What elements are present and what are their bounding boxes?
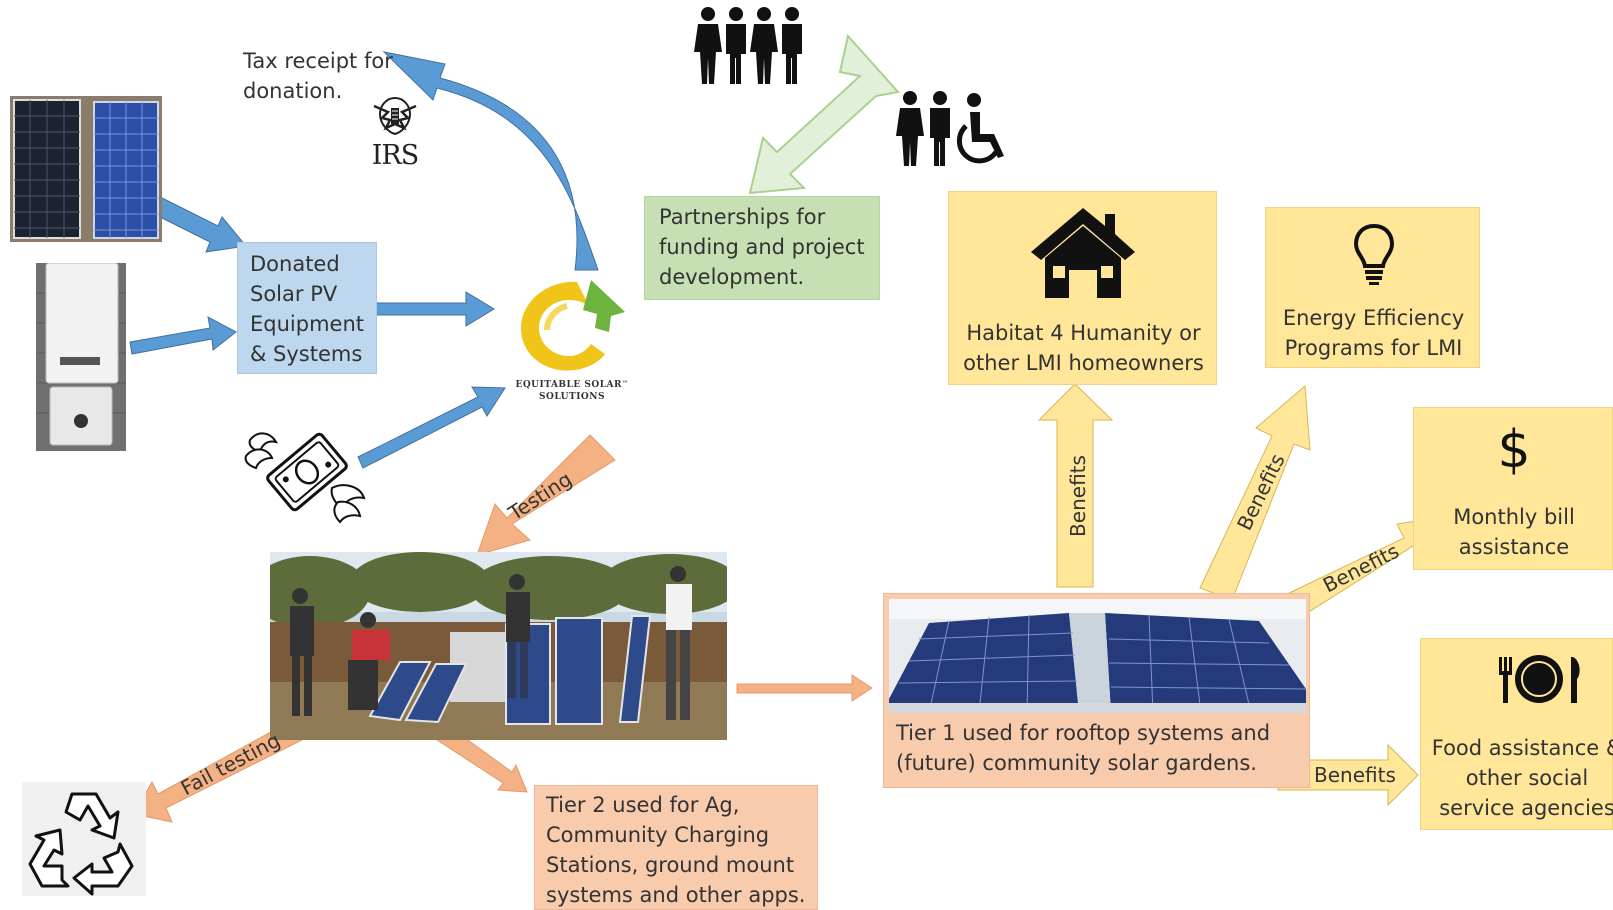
people-accessible-icon: [896, 90, 1020, 168]
people-group-icon: [694, 6, 806, 86]
habitat-box: Habitat 4 Humanity or other LMI homeowne…: [948, 191, 1217, 385]
flying-money-icon: [244, 416, 370, 528]
panel-testing-photo: [270, 552, 727, 740]
donated-inverter-photo: [36, 263, 126, 451]
benefits-label-habitat: Benefits: [1065, 455, 1090, 537]
panels-to-donated-arrow: [149, 195, 247, 253]
tier2-text: Tier 2 used for Ag, Community Charging S…: [546, 793, 806, 907]
irs-logo: IRS: [366, 94, 424, 171]
benefits-arrow-food: [1277, 743, 1419, 807]
tier1-box: Tier 1 used for rooftop systems and (fut…: [883, 593, 1310, 788]
partnerships-text: Partnerships for funding and project dev…: [659, 205, 865, 289]
benefits-label-food: Benefits: [1314, 763, 1396, 787]
dollar-icon: $: [1497, 420, 1531, 480]
energy-efficiency-box: Energy Efficiency Programs for LMI: [1265, 207, 1480, 368]
benefits-arrow-energy: [1199, 384, 1311, 601]
plate-fork-knife-icon: [1499, 655, 1580, 703]
habitat-text: Habitat 4 Humanity or other LMI homeowne…: [963, 321, 1204, 375]
rooftop-solar-photo: [889, 599, 1306, 713]
donated-panels-photo: [10, 96, 162, 242]
donated-equipment-text: Donated Solar PV Equipment & Systems: [250, 252, 364, 366]
logo-line1-text: EQUITABLE SOLAR: [515, 380, 622, 390]
tier2-box: Tier 2 used for Ag, Community Charging S…: [534, 785, 818, 910]
food-assistance-box: Food assistance & other social service a…: [1420, 638, 1613, 830]
irs-eagle-icon: [373, 96, 417, 136]
food-assistance-text: Food assistance & other social service a…: [1431, 736, 1613, 820]
partnerships-box: Partnerships for funding and project dev…: [644, 196, 880, 300]
logo-line1: EQUITABLE SOLAR™: [507, 380, 637, 390]
house-icon: [1031, 208, 1135, 298]
tax-receipt-text: Tax receipt for donation.: [243, 49, 393, 103]
monthly-bill-text: Monthly bill assistance: [1453, 505, 1575, 559]
irs-wordmark: IRS: [371, 140, 420, 171]
to-tier1-arrow: [736, 674, 873, 702]
partnership-double-arrow: [748, 33, 900, 195]
testing-arrow: [476, 434, 616, 556]
tax-receipt-arrow: [382, 51, 599, 271]
money-to-logo-arrow: [357, 386, 506, 469]
donated-to-logo-arrow: [372, 291, 495, 327]
recycle-icon: [22, 782, 146, 896]
donated-equipment-box: Donated Solar PV Equipment & Systems: [237, 242, 377, 374]
equitable-solar-mark: [521, 280, 625, 371]
logo-line2: SOLUTIONS: [539, 392, 605, 402]
benefits-arrow-habitat: [1037, 383, 1114, 588]
inverter-to-donated-arrow: [129, 316, 237, 355]
energy-efficiency-text: Energy Efficiency Programs for LMI: [1282, 306, 1465, 360]
tier1-text: Tier 1 used for rooftop systems and (fut…: [896, 721, 1271, 775]
lightbulb-icon: [1353, 223, 1395, 285]
logo-tm: ™: [622, 380, 629, 387]
equitable-solar-logo: EQUITABLE SOLAR™ SOLUTIONS: [507, 270, 637, 410]
monthly-bill-box: $ Monthly bill assistance: [1413, 407, 1613, 570]
